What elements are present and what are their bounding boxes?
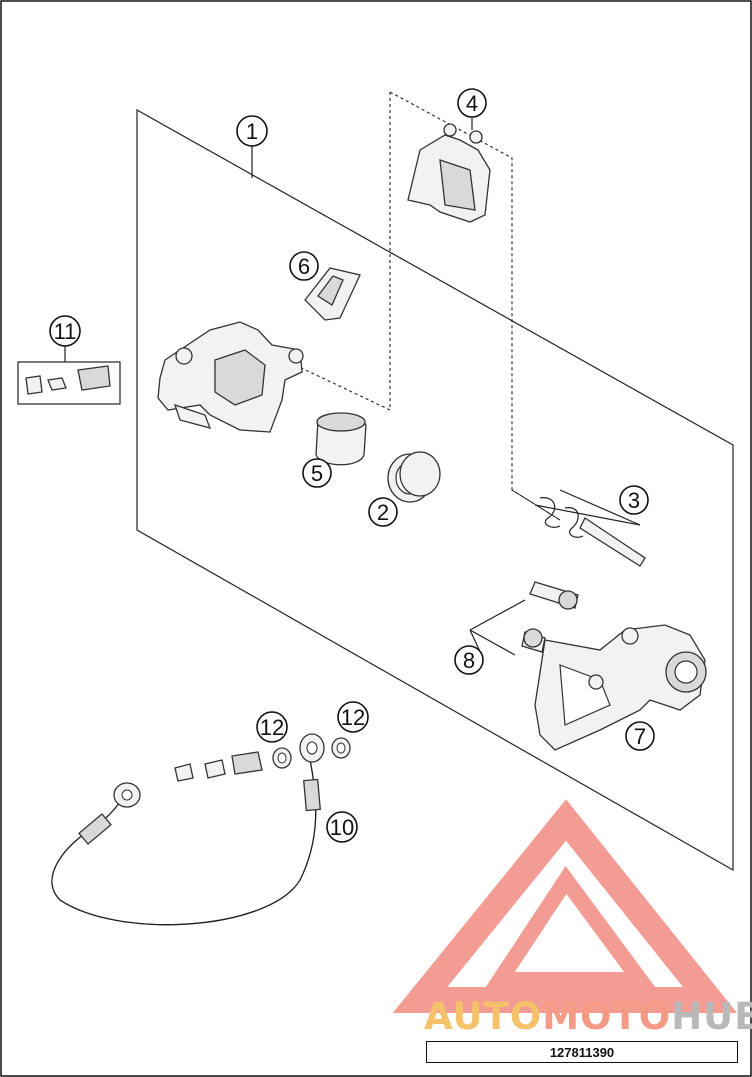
piston-part (315, 412, 367, 466)
svg-text:7: 7 (634, 724, 646, 749)
callout-11: 11 (49, 315, 81, 347)
svg-text:12: 12 (341, 705, 365, 730)
callout-12-right: 12 (337, 701, 369, 733)
bleeder-kit-part (17, 346, 121, 405)
caliper-body-part (157, 321, 304, 433)
svg-text:8: 8 (463, 648, 475, 673)
watermark-hub: HUB (671, 995, 752, 1038)
watermark-moto: MOTO (542, 995, 672, 1038)
callout-6: 6 (289, 251, 319, 281)
seal-rings-part (387, 451, 441, 503)
assembly-outline-1 (136, 108, 734, 872)
svg-text:6: 6 (298, 254, 310, 279)
svg-text:10: 10 (330, 815, 354, 840)
svg-text:1: 1 (246, 119, 258, 144)
callout-4: 4 (457, 88, 487, 118)
callout-10: 10 (326, 811, 358, 843)
caliper-bracket-part (534, 624, 707, 751)
svg-text:11: 11 (54, 319, 77, 344)
slide-pins-part (469, 581, 579, 657)
watermark-brand-text: AUTOMOTOHUB (424, 995, 752, 1038)
watermark-auto: AUTO (424, 995, 543, 1038)
callout-3: 3 (619, 485, 649, 515)
brake-pads-part (407, 123, 491, 223)
callout-7: 7 (625, 721, 655, 751)
assembly-outline-4 (294, 92, 391, 411)
callout-8: 8 (454, 645, 484, 675)
callout-2: 2 (368, 497, 398, 527)
callout-1: 1 (236, 115, 268, 147)
svg-text:5: 5 (311, 461, 323, 486)
watermark-logo (392, 799, 738, 1013)
brake-hose-part (51, 733, 325, 926)
document-number: 127811390 (426, 1041, 738, 1063)
svg-text:2: 2 (377, 500, 389, 525)
svg-text:4: 4 (466, 91, 478, 116)
pad-spring-part (304, 267, 361, 321)
callout-12-left: 12 (256, 711, 288, 743)
pin-and-clips-part (511, 489, 646, 567)
callout-5: 5 (302, 458, 332, 488)
svg-text:3: 3 (628, 488, 640, 513)
banjo-bolt-part (174, 737, 351, 782)
svg-text:12: 12 (260, 715, 284, 740)
